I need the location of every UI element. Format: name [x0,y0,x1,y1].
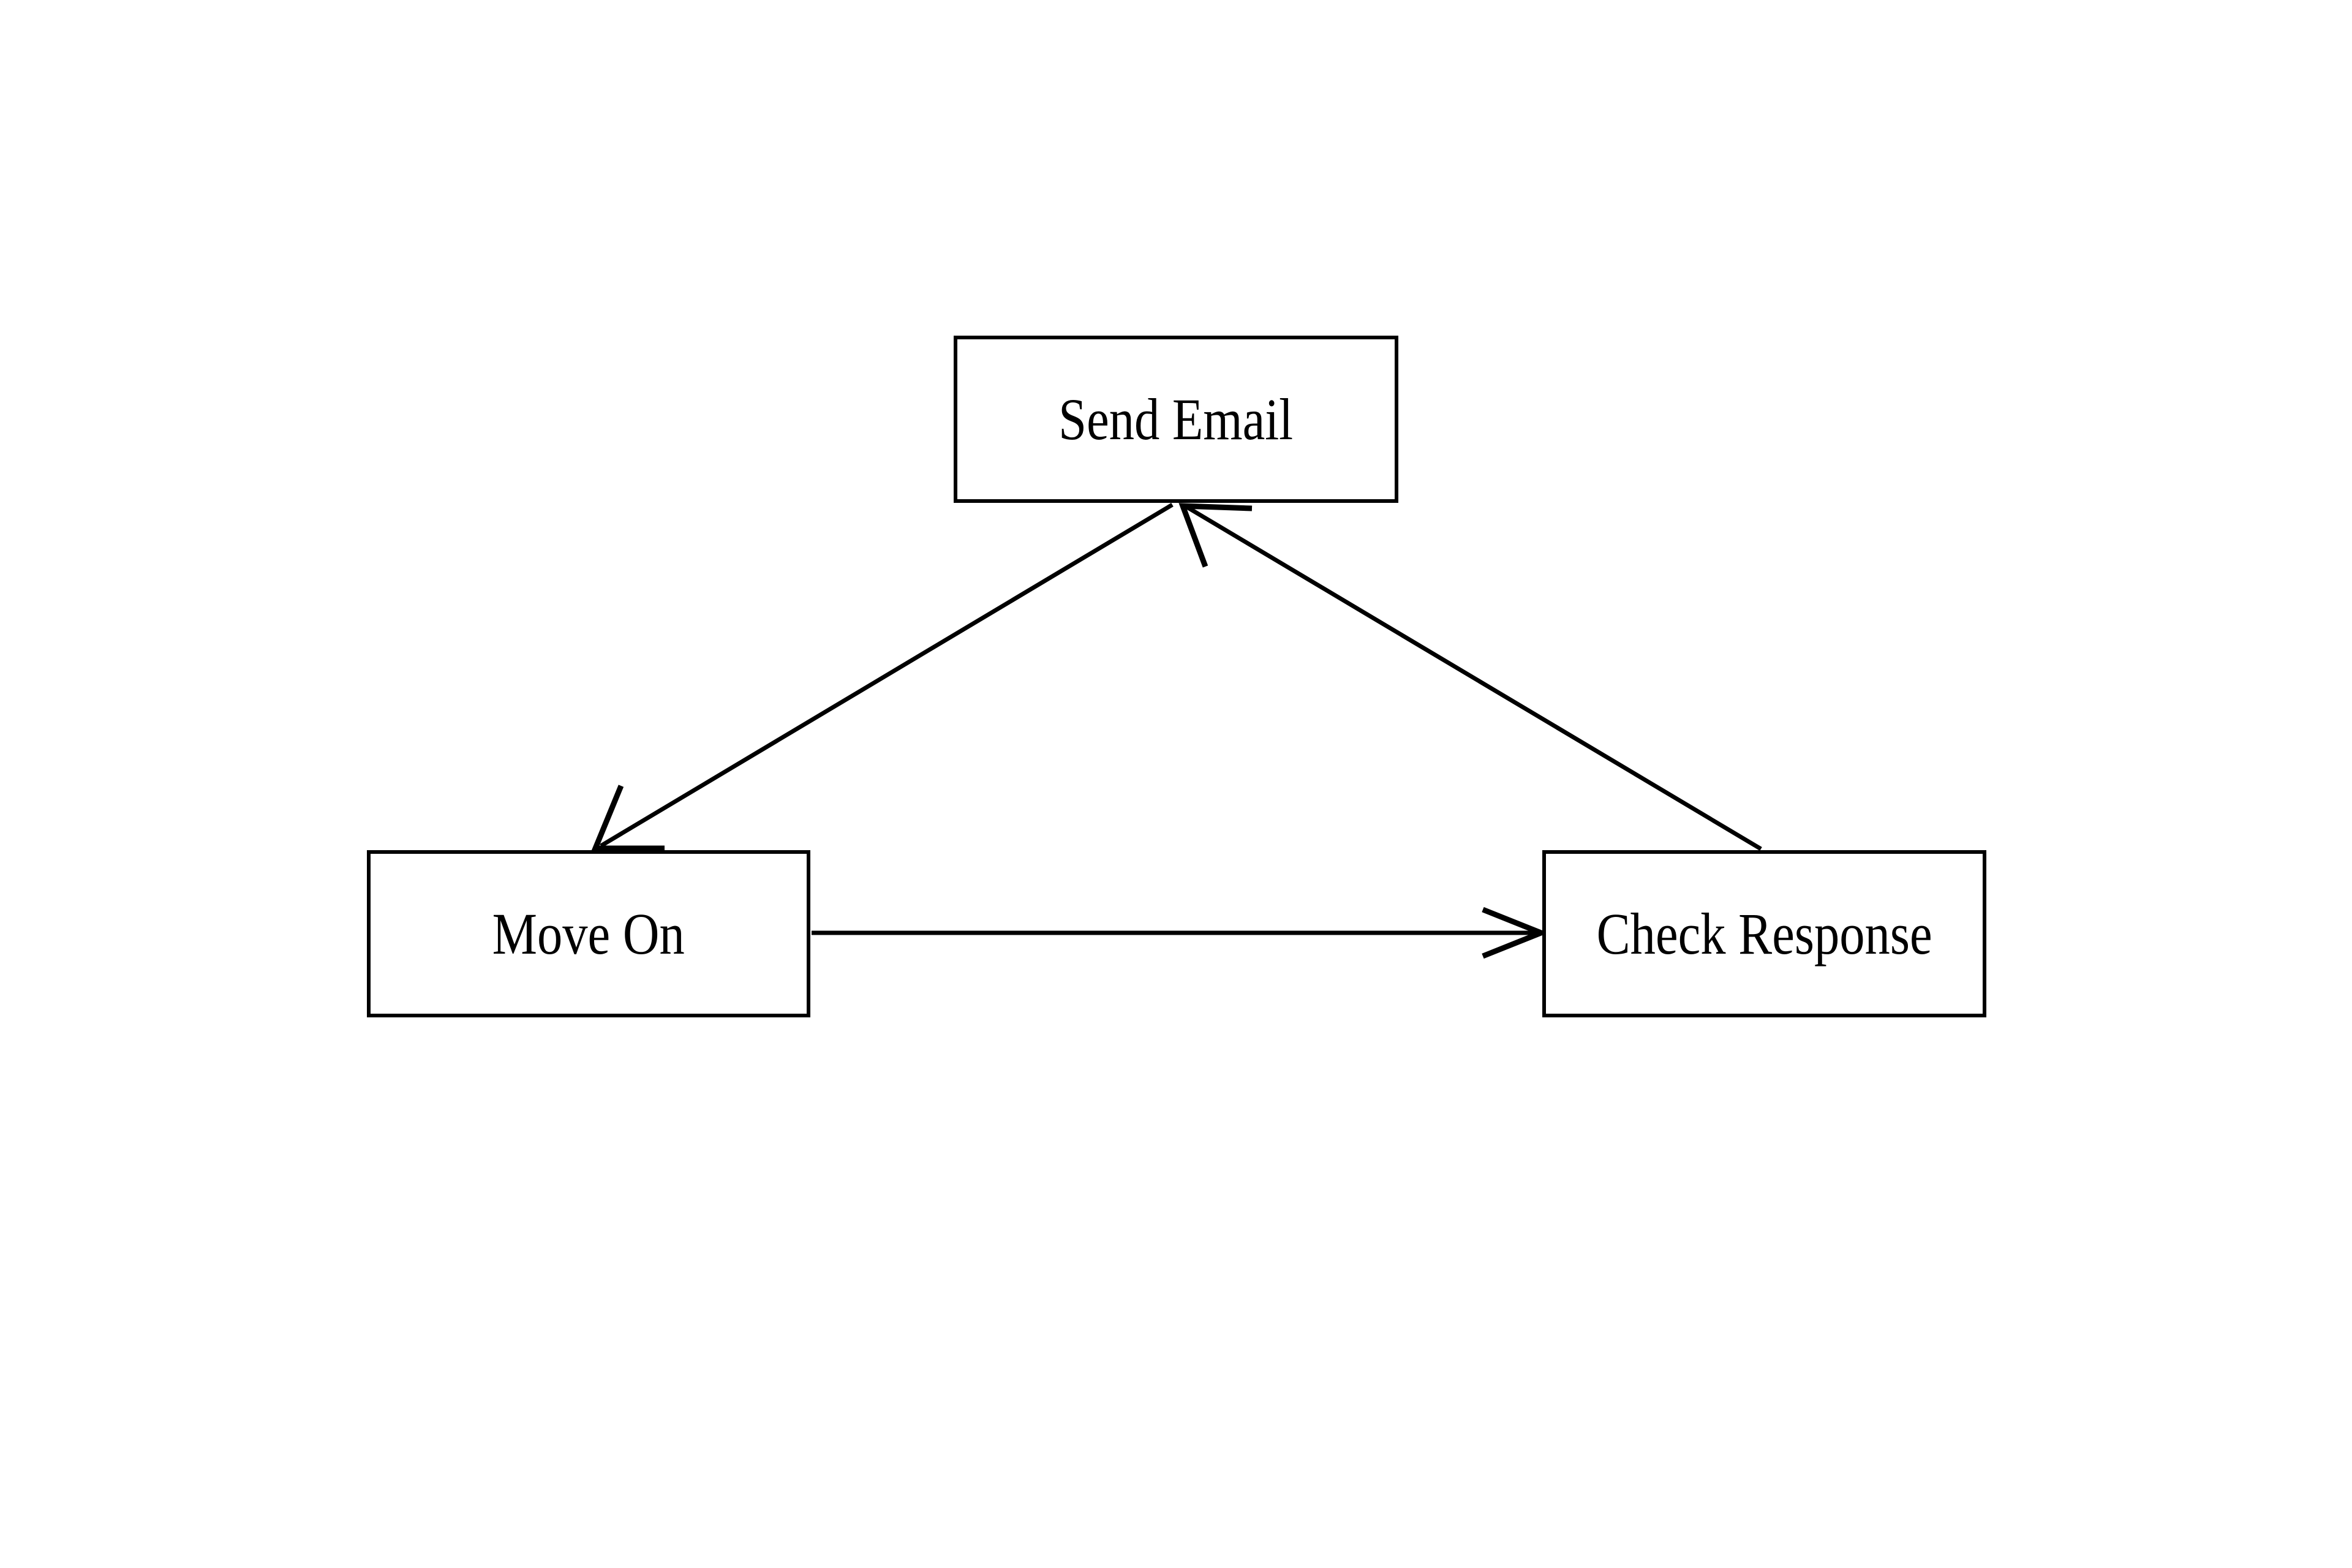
arrowhead-move-on [591,785,665,851]
arrowhead-send-email [1178,503,1253,568]
edge-line-check-response-to-send-email [1186,505,1762,851]
node-label-move-on: Move On [492,900,685,967]
edge-send-email-to-move-on [591,502,1174,851]
edge-line-send-email-to-move-on [600,502,1174,848]
edge-move-on-to-check-response [812,907,1549,959]
node-label-send-email: Send Email [1058,386,1294,452]
arrowhead-check-response [1482,907,1549,959]
node-check-response[interactable]: Check Response [1542,850,1986,1017]
edge-check-response-to-send-email [1178,503,1762,851]
node-send-email[interactable]: Send Email [954,336,1398,503]
node-move-on[interactable]: Move On [367,850,810,1017]
node-label-check-response: Check Response [1596,900,1932,967]
